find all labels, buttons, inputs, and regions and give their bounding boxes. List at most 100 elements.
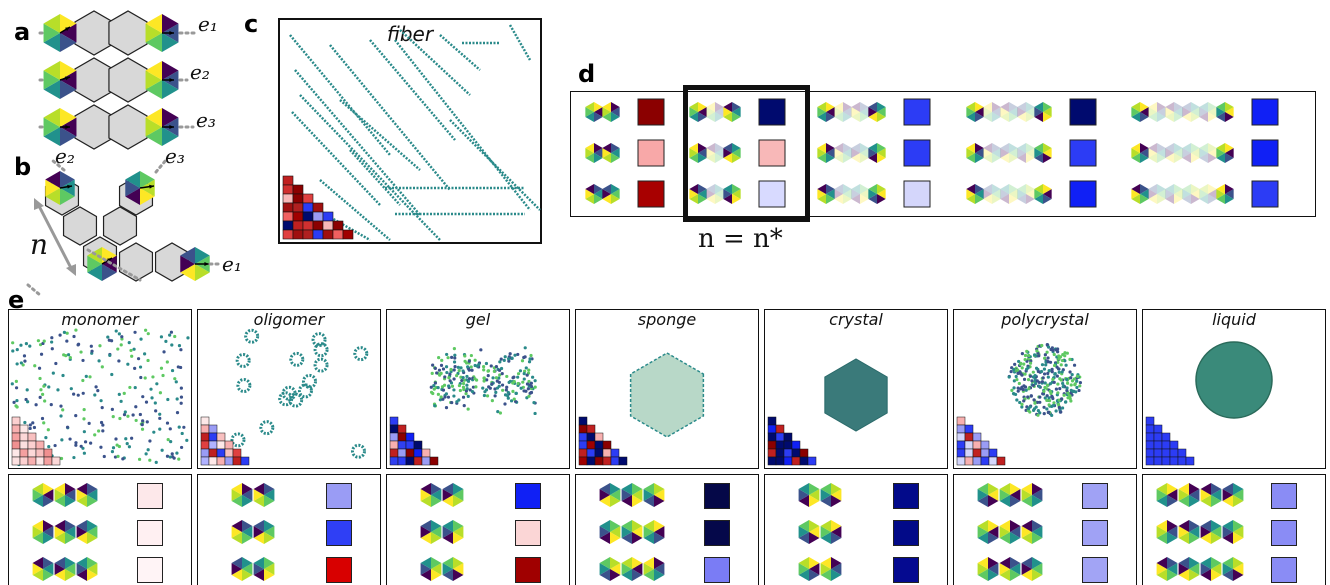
hexagon-sector bbox=[860, 194, 869, 204]
hexagon-sector bbox=[977, 563, 988, 575]
particle bbox=[1023, 385, 1028, 389]
hexagon-sector bbox=[1178, 483, 1189, 495]
hexagon-sector bbox=[966, 107, 975, 117]
hexagon-sector bbox=[992, 102, 1001, 112]
hexagon-sector bbox=[442, 557, 453, 569]
particle bbox=[1066, 381, 1070, 385]
interaction-matrix-cell bbox=[232, 456, 242, 466]
particle bbox=[444, 406, 449, 410]
hexagon-sector bbox=[1026, 184, 1035, 194]
particle bbox=[141, 419, 145, 423]
hexagon-sector bbox=[54, 563, 65, 575]
hexagon-sector bbox=[611, 189, 620, 199]
particle bbox=[96, 388, 100, 393]
particle bbox=[1069, 383, 1073, 387]
interaction-matrix-cell bbox=[27, 448, 37, 458]
particle bbox=[1034, 405, 1038, 409]
hexagon-sector bbox=[877, 194, 886, 204]
interaction-matrix-cell bbox=[282, 193, 294, 204]
hexagon-sector bbox=[1200, 563, 1211, 575]
particle bbox=[97, 359, 101, 363]
particle bbox=[448, 379, 452, 383]
particle bbox=[1018, 400, 1022, 405]
particle bbox=[87, 421, 91, 426]
particle bbox=[1020, 402, 1024, 406]
interaction-matrix-cell bbox=[767, 448, 777, 458]
particle bbox=[138, 365, 143, 369]
particle bbox=[131, 413, 135, 417]
hexagon-sector bbox=[1208, 184, 1217, 194]
particle bbox=[523, 355, 527, 359]
bond-dotted-line bbox=[86, 248, 142, 282]
hexagon-sector bbox=[65, 526, 76, 538]
hexagon-sector bbox=[602, 112, 611, 122]
oligomer-ring bbox=[244, 328, 260, 344]
interaction-matrix-cell bbox=[586, 424, 596, 434]
interaction-matrix-cell bbox=[578, 416, 588, 426]
hexagon-sector bbox=[831, 532, 842, 544]
particle bbox=[1047, 396, 1051, 400]
particle bbox=[1040, 380, 1044, 384]
interaction-matrix-cell bbox=[302, 211, 314, 222]
hexagon-sector bbox=[654, 563, 665, 575]
hexagon-sector bbox=[65, 520, 76, 532]
particle bbox=[1045, 350, 1049, 354]
hexagon-sector bbox=[999, 520, 1010, 532]
hexagon-sector bbox=[1010, 495, 1021, 507]
hexagon-sector bbox=[231, 520, 242, 532]
particle bbox=[99, 420, 104, 425]
hexagon-sector bbox=[1140, 102, 1149, 112]
hexagon-sector bbox=[264, 489, 275, 501]
hexagon-sector bbox=[868, 102, 877, 112]
hexagon-sector bbox=[1167, 563, 1178, 575]
particle bbox=[1047, 369, 1051, 373]
hexagon-sector bbox=[831, 520, 842, 532]
hexagon-sector bbox=[45, 188, 60, 205]
hexagon-sector bbox=[1165, 184, 1174, 194]
interaction-matrix-cell bbox=[767, 432, 777, 442]
hexagon-sector bbox=[87, 495, 98, 507]
hexagon-sector bbox=[420, 526, 431, 538]
hexagon-sector bbox=[975, 102, 984, 112]
hexagon-sector bbox=[420, 495, 431, 507]
particle bbox=[484, 361, 489, 366]
interaction-matrix-cell bbox=[964, 448, 974, 458]
hexagon-sector bbox=[999, 557, 1010, 569]
hexagon-sector bbox=[420, 563, 431, 575]
particle bbox=[1025, 349, 1029, 353]
hexagon-sector bbox=[1189, 495, 1200, 507]
particle bbox=[124, 437, 128, 441]
hexagon-sector bbox=[1189, 526, 1200, 538]
particle bbox=[495, 386, 500, 390]
bond-dotted-line bbox=[50, 158, 66, 172]
hexagon-sector bbox=[988, 557, 999, 569]
particle bbox=[455, 374, 459, 378]
particle bbox=[433, 404, 437, 408]
interaction-matrix-cell bbox=[594, 432, 604, 442]
hexagon-sector bbox=[868, 189, 877, 199]
particle bbox=[172, 456, 176, 460]
hexagon-sector bbox=[1026, 102, 1035, 112]
hexagon-sector bbox=[860, 112, 869, 122]
particle bbox=[1059, 410, 1063, 414]
hexagon-sector bbox=[1010, 489, 1021, 501]
particle bbox=[148, 439, 152, 443]
hexagon-sector bbox=[1000, 153, 1009, 163]
particle bbox=[146, 448, 150, 452]
hexagon-sector bbox=[231, 563, 242, 575]
particle bbox=[116, 454, 120, 458]
hexagon-sector bbox=[253, 526, 264, 538]
hexagon-sector bbox=[585, 189, 594, 199]
hexagon-sector bbox=[1017, 112, 1026, 122]
hexagon-sector bbox=[1026, 112, 1035, 122]
particle bbox=[1037, 354, 1041, 358]
hexagon-sector bbox=[195, 247, 210, 264]
hexagon-sector bbox=[715, 153, 724, 163]
particle bbox=[1007, 375, 1011, 379]
particle bbox=[1019, 372, 1023, 376]
hexagon-sector bbox=[820, 557, 831, 569]
particle bbox=[39, 388, 43, 392]
hexagon-sector bbox=[253, 489, 264, 501]
hexagon-sector bbox=[698, 143, 707, 153]
particle bbox=[50, 340, 54, 344]
